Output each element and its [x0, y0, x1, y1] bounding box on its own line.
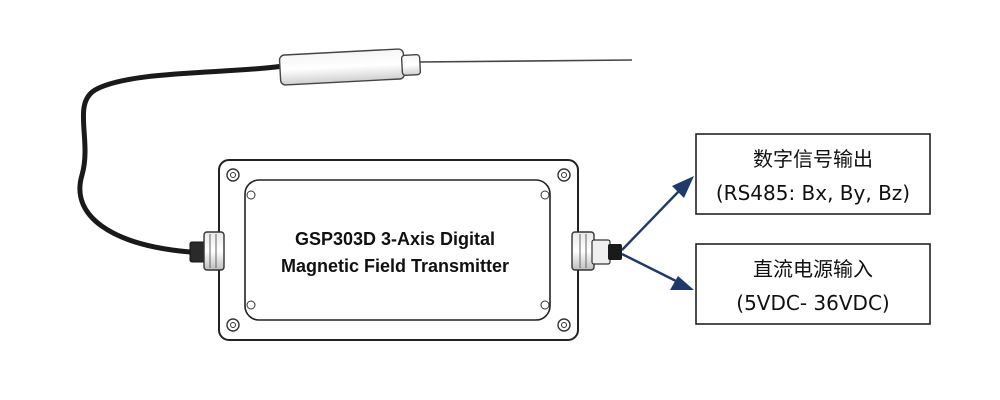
transmitter-enclosure: GSP303D 3-Axis Digital Magnetic Field Tr… — [218, 159, 579, 341]
probe-collar — [400, 53, 422, 77]
dc-power-input-label: 直流电源输入 (5VDC- 36VDC) — [695, 243, 931, 325]
input-label-line1: 直流电源输入 — [753, 257, 873, 281]
mount-hole-left-bottom — [246, 300, 256, 310]
input-label-line2: (5VDC- 36VDC) — [736, 291, 889, 315]
screw-bottom-right — [557, 318, 571, 332]
probe-cable — [77, 63, 286, 255]
screw-top-right — [557, 168, 571, 182]
right-cable-gland — [571, 231, 622, 271]
device-title-line1: GSP303D 3-Axis Digital — [295, 229, 495, 249]
mount-hole-right-bottom — [540, 300, 550, 310]
probe-body — [278, 48, 406, 86]
screw-bottom-left — [226, 318, 240, 332]
output-label-line1: 数字信号输出 — [753, 147, 873, 171]
mount-hole-left-top — [246, 190, 256, 200]
left-cable-gland — [189, 231, 225, 271]
output-label-line2: (RS485: Bx, By, Bz) — [716, 181, 910, 205]
arrow-to-input-line — [621, 252, 679, 284]
digital-output-label: 数字信号输出 (RS485: Bx, By, Bz) — [695, 133, 931, 215]
arrow-to-output-line — [621, 189, 681, 251]
probe-head — [278, 48, 633, 86]
probe-tip — [417, 59, 633, 63]
mount-hole-right-top — [540, 190, 550, 200]
arrow-to-output-head — [672, 176, 694, 198]
arrows — [621, 176, 694, 290]
output-cable-stub — [608, 244, 622, 260]
enclosure-inner — [244, 179, 551, 321]
arrow-to-input-head — [670, 276, 694, 290]
screw-top-left — [226, 168, 240, 182]
device-title-line2: Magnetic Field Transmitter — [281, 256, 509, 276]
